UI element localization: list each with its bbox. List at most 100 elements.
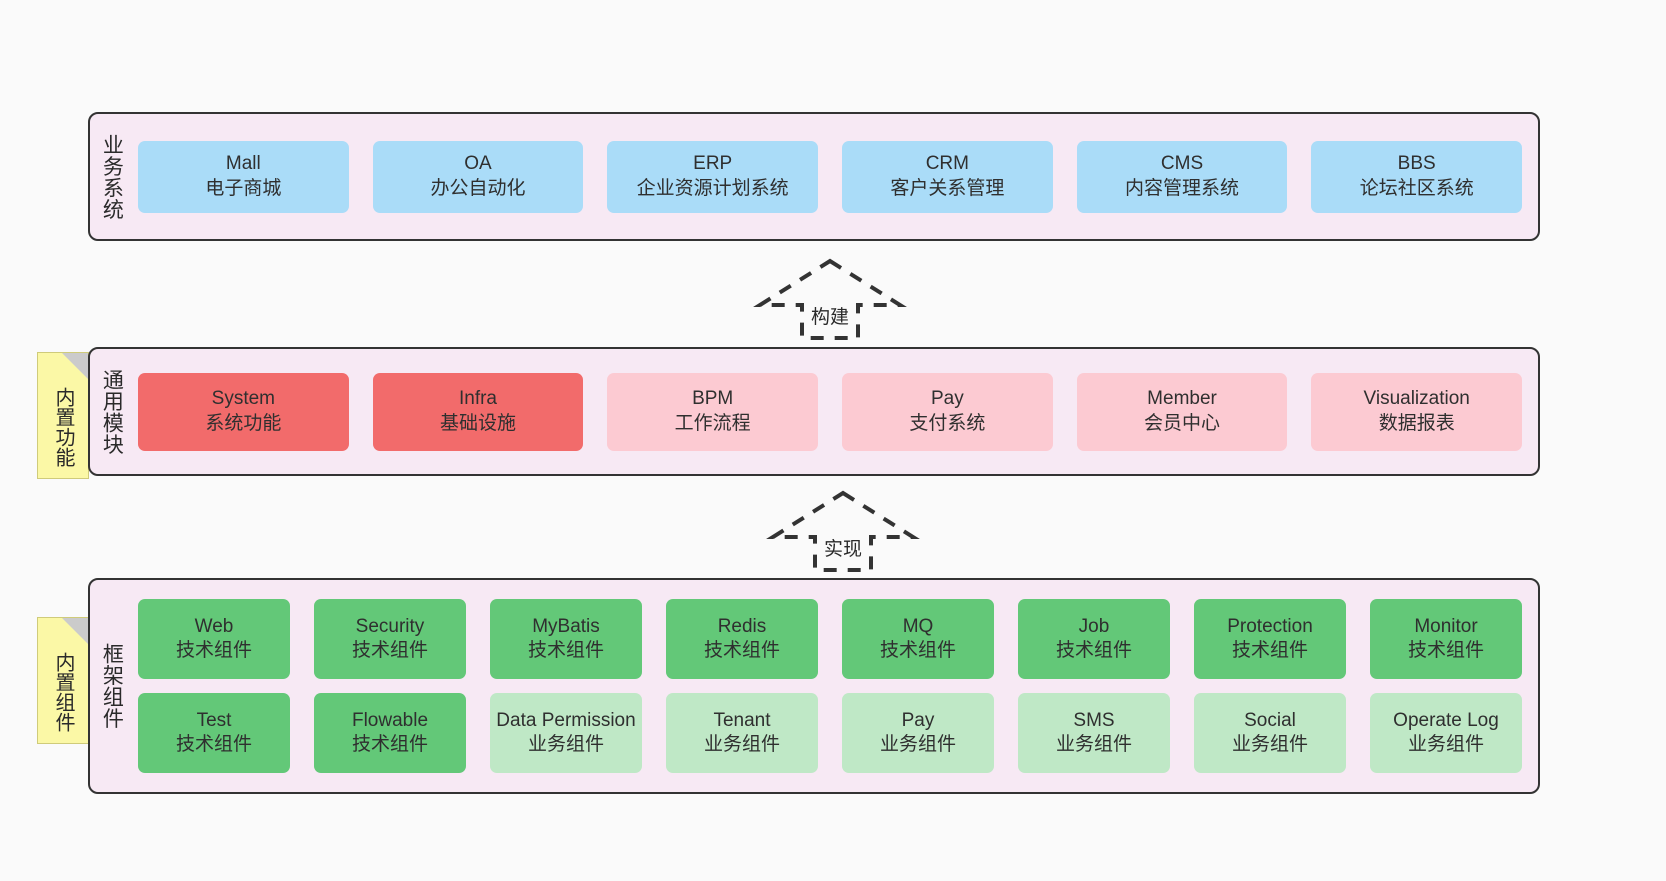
card-mq[interactable]: MQ 技术组件 xyxy=(842,599,994,679)
card-row: Mall 电子商城 OA 办公自动化 ERP 企业资源计划系统 CRM 客户关系… xyxy=(138,140,1523,213)
card-title: Pay xyxy=(901,709,935,731)
dashed-up-arrow-icon xyxy=(753,258,907,340)
note-builtin-function: 内置功能 xyxy=(37,352,89,479)
card-title: Redis xyxy=(717,615,767,637)
card-security[interactable]: Security 技术组件 xyxy=(314,599,466,679)
card-subtitle: 系统功能 xyxy=(205,412,282,434)
card-subtitle: 技术组件 xyxy=(879,640,956,661)
card-subtitle: 工作流程 xyxy=(674,412,751,434)
card-subtitle: 技术组件 xyxy=(1231,640,1308,661)
card-subtitle: 论坛社区系统 xyxy=(1359,177,1474,199)
card-sms[interactable]: SMS 业务组件 xyxy=(1018,693,1170,773)
card-pay-module[interactable]: Pay 支付系统 xyxy=(842,372,1053,451)
layer-framework-components: 框架组件 Web 技术组件 Security 技术组件 MyBatis 技术组件… xyxy=(88,578,1540,794)
card-subtitle: 技术组件 xyxy=(175,640,252,661)
card-subtitle: 业务组件 xyxy=(1407,734,1484,755)
note-text: 内置功能 xyxy=(52,386,74,467)
card-title: MQ xyxy=(902,615,934,637)
card-mybatis[interactable]: MyBatis 技术组件 xyxy=(490,599,642,679)
card-flowable[interactable]: Flowable 技术组件 xyxy=(314,693,466,773)
card-title: OA xyxy=(464,153,492,175)
card-infra[interactable]: Infra 基础设施 xyxy=(372,372,584,451)
card-title: SMS xyxy=(1073,709,1115,731)
card-subtitle: 办公自动化 xyxy=(430,177,526,199)
card-pay-component[interactable]: Pay 业务组件 xyxy=(842,693,994,773)
note-text: 内置组件 xyxy=(52,651,74,732)
card-title: Tenant xyxy=(713,709,771,731)
card-row: Test 技术组件 Flowable 技术组件 Data Permission … xyxy=(138,693,1522,773)
card-title: Infra xyxy=(458,388,498,410)
card-title: Data Permission xyxy=(496,709,636,731)
card-subtitle: 技术组件 xyxy=(351,734,428,755)
card-title: Visualization xyxy=(1363,388,1470,410)
card-bbs[interactable]: BBS 论坛社区系统 xyxy=(1311,140,1523,213)
card-subtitle: 技术组件 xyxy=(703,640,780,661)
card-subtitle: 技术组件 xyxy=(351,640,428,661)
layer-body-framework: Web 技术组件 Security 技术组件 MyBatis 技术组件 Redi… xyxy=(132,580,1538,792)
card-data-permission[interactable]: Data Permission 业务组件 xyxy=(490,693,642,773)
card-subtitle: 业务组件 xyxy=(879,734,956,755)
card-tenant[interactable]: Tenant 业务组件 xyxy=(666,693,818,773)
card-subtitle: 技术组件 xyxy=(527,640,604,661)
card-title: MyBatis xyxy=(532,615,600,637)
card-row: Web 技术组件 Security 技术组件 MyBatis 技术组件 Redi… xyxy=(138,599,1522,679)
card-title: BBS xyxy=(1397,153,1436,175)
card-operate-log[interactable]: Operate Log 业务组件 xyxy=(1370,693,1522,773)
card-crm[interactable]: CRM 客户关系管理 xyxy=(842,140,1053,213)
card-web[interactable]: Web 技术组件 xyxy=(138,599,290,679)
note-builtin-component: 内置组件 xyxy=(37,617,89,744)
card-subtitle: 企业资源计划系统 xyxy=(636,177,789,199)
layer-title-framework: 框架组件 xyxy=(100,643,124,729)
card-title: Social xyxy=(1244,709,1296,731)
card-subtitle: 内容管理系统 xyxy=(1125,177,1240,199)
card-subtitle: 业务组件 xyxy=(527,734,604,755)
card-title: Mall xyxy=(225,153,261,175)
card-subtitle: 业务组件 xyxy=(1055,734,1132,755)
layer-common-modules: 通用模块 System 系统功能 Infra 基础设施 BPM 工作流程 Pay… xyxy=(88,347,1540,476)
layer-business-system: 业务系统 Mall 电子商城 OA 办公自动化 ERP 企业资源计划系统 CRM… xyxy=(88,112,1540,241)
card-subtitle: 技术组件 xyxy=(1055,640,1132,661)
card-visualization[interactable]: Visualization 数据报表 xyxy=(1311,372,1523,451)
card-protection[interactable]: Protection 技术组件 xyxy=(1194,599,1346,679)
card-redis[interactable]: Redis 技术组件 xyxy=(666,599,818,679)
card-subtitle: 基础设施 xyxy=(440,412,517,434)
card-test[interactable]: Test 技术组件 xyxy=(138,693,290,773)
card-subtitle: 会员中心 xyxy=(1144,412,1221,434)
card-erp[interactable]: ERP 企业资源计划系统 xyxy=(607,140,819,213)
card-subtitle: 业务组件 xyxy=(1231,734,1308,755)
card-title: Pay xyxy=(930,388,964,410)
arrow-build: 构建 xyxy=(753,258,907,341)
arrow-implement: 实现 xyxy=(766,490,920,573)
card-member[interactable]: Member 会员中心 xyxy=(1076,372,1288,451)
card-subtitle: 业务组件 xyxy=(703,734,780,755)
card-title: Monitor xyxy=(1414,615,1478,637)
card-title: System xyxy=(211,388,276,410)
card-title: Operate Log xyxy=(1393,709,1499,731)
card-title: Test xyxy=(196,709,232,731)
card-subtitle: 电子商城 xyxy=(205,177,282,199)
card-subtitle: 支付系统 xyxy=(909,412,986,434)
card-title: CMS xyxy=(1160,153,1204,175)
card-oa[interactable]: OA 办公自动化 xyxy=(372,140,584,213)
card-title: Job xyxy=(1078,615,1110,637)
dashed-up-arrow-icon xyxy=(766,490,920,572)
card-social[interactable]: Social 业务组件 xyxy=(1194,693,1346,773)
card-title: BPM xyxy=(692,388,734,410)
card-bpm[interactable]: BPM 工作流程 xyxy=(607,372,819,451)
layer-body-common: System 系统功能 Infra 基础设施 BPM 工作流程 Pay 支付系统… xyxy=(132,349,1538,474)
card-subtitle: 数据报表 xyxy=(1378,412,1455,434)
card-title: Member xyxy=(1147,388,1217,410)
card-title: CRM xyxy=(925,153,969,175)
card-job[interactable]: Job 技术组件 xyxy=(1018,599,1170,679)
card-title: Protection xyxy=(1227,615,1313,637)
card-title: Security xyxy=(355,615,425,637)
card-monitor[interactable]: Monitor 技术组件 xyxy=(1370,599,1522,679)
card-cms[interactable]: CMS 内容管理系统 xyxy=(1076,140,1288,213)
card-title: Web xyxy=(194,615,234,637)
card-subtitle: 技术组件 xyxy=(175,734,252,755)
card-title: ERP xyxy=(693,153,733,175)
layer-title-common: 通用模块 xyxy=(100,368,124,455)
card-mall[interactable]: Mall 电子商城 xyxy=(138,140,349,213)
card-system[interactable]: System 系统功能 xyxy=(138,372,349,451)
